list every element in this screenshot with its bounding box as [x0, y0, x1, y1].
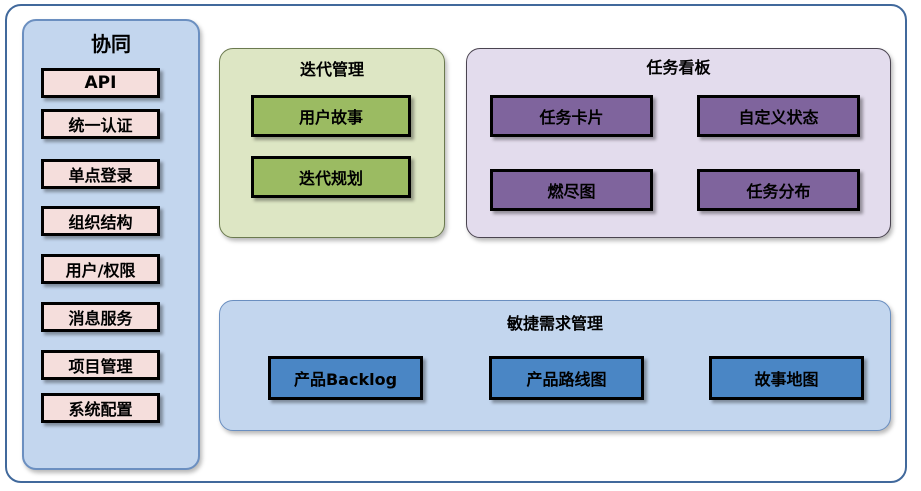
sidebar-item-api[interactable]: API	[41, 68, 160, 98]
sidebar-item-sso[interactable]: 单点登录	[41, 159, 160, 189]
agile-item-product-roadmap[interactable]: 产品路线图	[489, 356, 644, 400]
panel-agile-title: 敏捷需求管理	[506, 314, 603, 333]
taskboard-item-task-distribution[interactable]: 任务分布	[697, 169, 860, 211]
taskboard-item-task-card[interactable]: 任务卡片	[490, 95, 653, 137]
panel-iteration-management: 迭代管理	[219, 48, 445, 238]
panel-task-board-title: 任务看板	[646, 58, 711, 77]
iteration-item-user-story[interactable]: 用户故事	[251, 95, 411, 137]
agile-item-product-backlog[interactable]: 产品Backlog	[268, 356, 423, 400]
sidebar-item-unified-auth[interactable]: 统一认证	[41, 109, 160, 139]
taskboard-item-burndown-chart[interactable]: 燃尽图	[490, 169, 653, 211]
sidebar-item-message-service[interactable]: 消息服务	[41, 302, 160, 332]
sidebar-item-system-config[interactable]: 系统配置	[41, 393, 160, 423]
agile-item-story-map[interactable]: 故事地图	[709, 356, 864, 400]
panel-iteration-title: 迭代管理	[299, 60, 364, 79]
taskboard-item-custom-status[interactable]: 自定义状态	[697, 95, 860, 137]
sidebar-item-org-structure[interactable]: 组织结构	[41, 206, 160, 236]
outer-frame	[5, 4, 907, 483]
sidebar-item-project-management[interactable]: 项目管理	[41, 350, 160, 380]
panel-collaboration-title: 协同	[91, 32, 131, 56]
iteration-item-iteration-plan[interactable]: 迭代规划	[251, 156, 411, 198]
sidebar-item-user-permission[interactable]: 用户/权限	[41, 254, 160, 284]
